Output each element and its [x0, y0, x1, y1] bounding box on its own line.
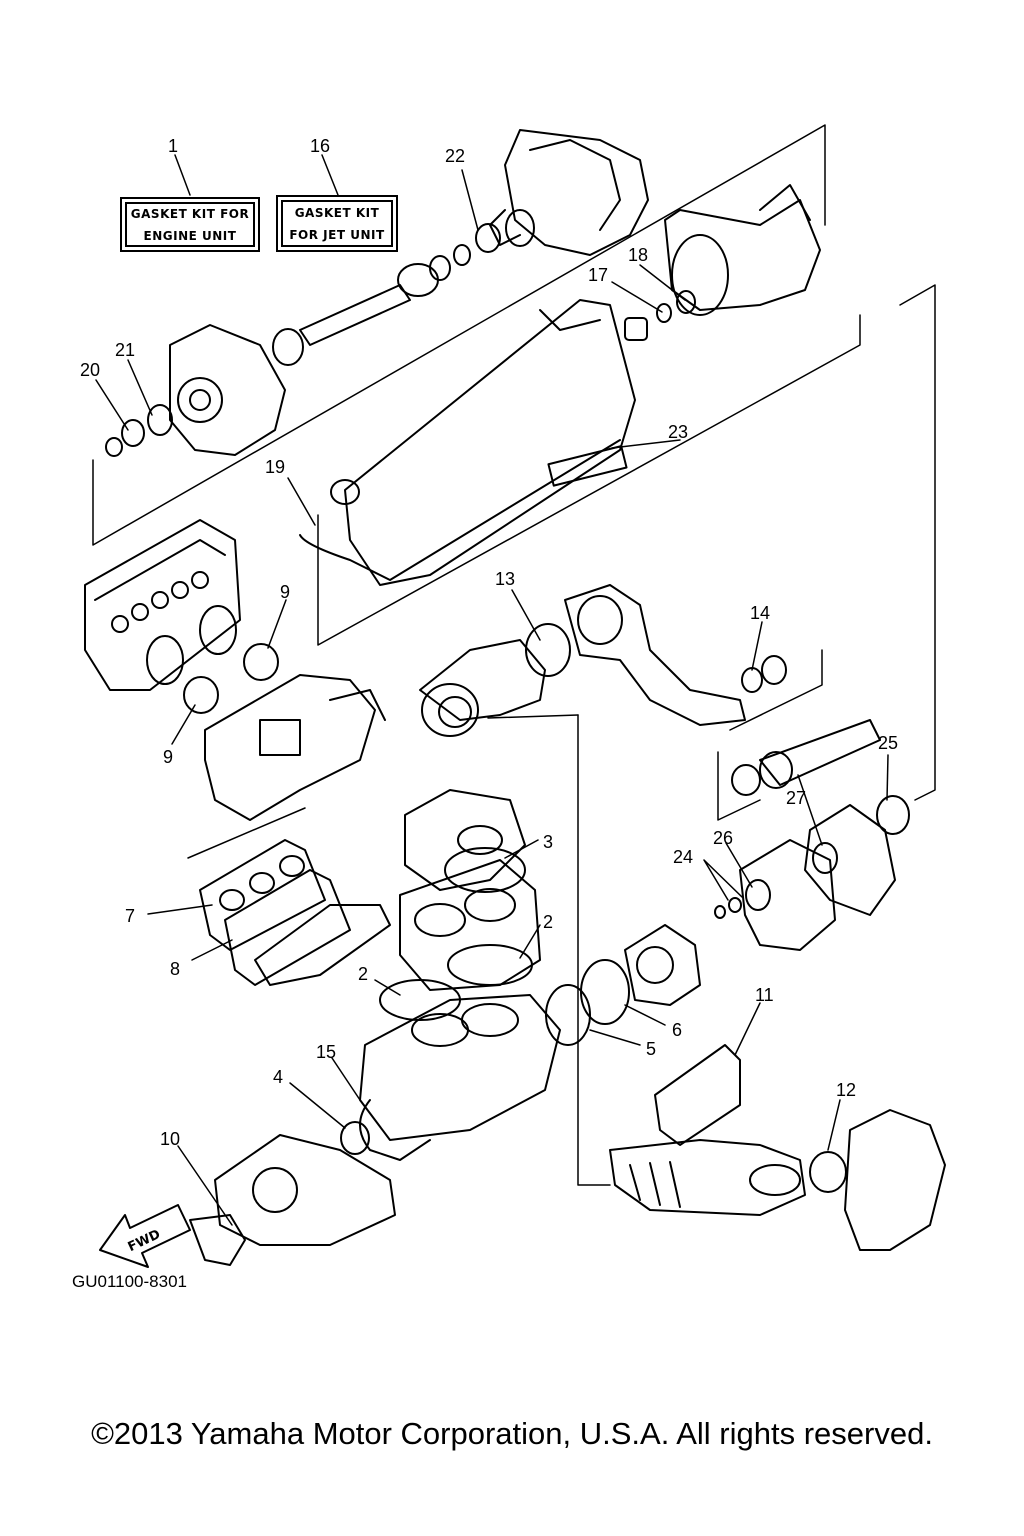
impeller-housing [664, 184, 821, 316]
gasket-ring [243, 643, 279, 681]
callout-label: 10 [160, 1129, 180, 1149]
callout-label: 13 [495, 569, 515, 589]
o-ring [728, 897, 742, 913]
forward-arrow-icon [99, 1204, 191, 1268]
kit-label-jet: GASKET KIT FOR JET UNIT [276, 195, 398, 252]
callout-label: 2 [358, 964, 368, 984]
callout-label: 2 [543, 912, 553, 932]
kit-label-line: GASKET KIT FOR [130, 206, 250, 221]
callout-label: 16 [310, 136, 330, 156]
crankshaft-seal [340, 1121, 370, 1155]
callout-label: 21 [115, 340, 135, 360]
drive-shaft [272, 223, 501, 366]
cylinder-head [404, 789, 526, 891]
exhaust-tube [731, 719, 881, 796]
callout-label: 19 [265, 457, 285, 477]
carburetor [204, 674, 386, 821]
manifold-gasket [224, 869, 351, 986]
rubber-strip [547, 445, 628, 487]
water-box [299, 299, 636, 586]
callout-label: 25 [878, 733, 898, 753]
callout-label: 20 [80, 360, 100, 380]
reed-valve [254, 904, 391, 986]
callout-label: 27 [786, 788, 806, 808]
crankcase [359, 994, 561, 1141]
spline-gear [624, 317, 648, 341]
copyright-notice: ©2013 Yamaha Motor Corporation, U.S.A. A… [91, 1416, 933, 1451]
coupling [624, 924, 701, 1006]
callout-label: 4 [273, 1067, 283, 1087]
kit-label-jet-inner: GASKET KIT FOR JET UNIT [281, 200, 393, 247]
exhaust-muffler [419, 639, 546, 737]
exhaust-manifold-gasket [654, 1044, 741, 1146]
callout-label: 15 [316, 1042, 336, 1062]
callout-label: 8 [170, 959, 180, 979]
callout-label: 22 [445, 146, 465, 166]
bearing [812, 842, 838, 874]
collar [105, 437, 123, 457]
air-filter-case [84, 519, 241, 691]
bearing [147, 404, 173, 436]
leader-lines [92, 124, 936, 1226]
callout-label: 23 [668, 422, 688, 442]
callout-label: 7 [125, 906, 135, 926]
callout-label: 26 [713, 828, 733, 848]
diagram-code: GU01100-8301 [72, 1272, 187, 1291]
oil-seal [580, 959, 630, 1025]
callout-label: 18 [628, 245, 648, 265]
magneto-cover [214, 1134, 396, 1246]
callout-label: 1 [168, 136, 178, 156]
head-gasket [444, 847, 526, 893]
kit-label-engine-inner: GASKET KIT FOR ENGINE UNIT [125, 202, 255, 247]
bearing-housing [169, 324, 286, 456]
jet-pump-housing [489, 129, 649, 256]
oil-seal [545, 984, 591, 1046]
exhaust-pipe [564, 584, 746, 726]
gasket-ring [183, 676, 219, 714]
kit-label-engine: GASKET KIT FOR ENGINE UNIT [120, 197, 260, 252]
callout-label: 9 [163, 747, 173, 767]
o-ring [714, 905, 726, 919]
water-jacket-cover [844, 1109, 946, 1251]
seal [656, 303, 672, 323]
callout-label: 12 [836, 1080, 856, 1100]
flywheel-cover [804, 804, 896, 916]
callout-label: 9 [280, 582, 290, 602]
starter-assembly [189, 1214, 246, 1266]
joint-gasket [741, 667, 763, 693]
generator-housing [739, 839, 836, 951]
joint-gasket [761, 655, 787, 685]
exhaust-gasket [525, 623, 571, 677]
bearing [745, 879, 771, 911]
cover-gasket [359, 1099, 431, 1161]
callout-label: 11 [755, 985, 774, 1005]
crankcase-gasket [379, 979, 461, 1021]
callout-label: 5 [646, 1039, 656, 1059]
kit-label-line: GASKET KIT [294, 205, 380, 220]
manifold-gasket-ring [809, 1151, 847, 1193]
kit-label-line: ENGINE UNIT [143, 228, 237, 243]
callout-label: 6 [672, 1020, 682, 1040]
exhaust-manifold [609, 1139, 806, 1216]
callout-label: 3 [543, 832, 553, 852]
base-gasket [447, 944, 533, 986]
callout-label: 14 [750, 603, 770, 623]
seal-ring [876, 795, 910, 835]
intake-manifold-gasket [199, 839, 326, 951]
callout-numbers: 1 16 22 18 17 21 20 23 19 13 9 14 9 25 2… [80, 136, 898, 1149]
callout-label: 17 [588, 265, 608, 285]
bearing [121, 419, 145, 447]
callout-label: 24 [673, 847, 693, 867]
cylinder-block [399, 859, 541, 991]
kit-label-line: FOR JET UNIT [289, 227, 385, 242]
seal [676, 290, 696, 314]
